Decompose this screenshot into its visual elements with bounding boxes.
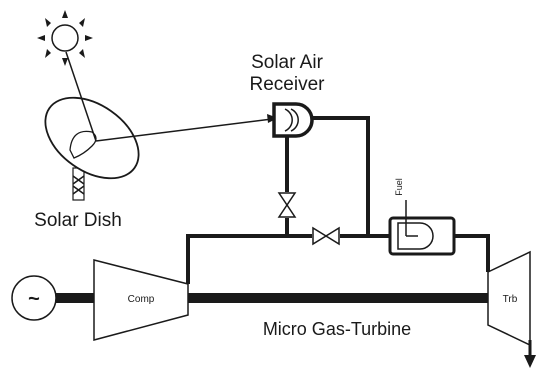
label-fuel: Fuel [394,178,404,196]
label-micro-gas-turbine: Micro Gas-Turbine [263,319,411,339]
label-solar-air-receiver-line1: Solar Air [251,52,323,73]
solar-dish-icon [44,51,140,201]
solar-air-receiver [272,102,314,138]
combustor [388,200,456,256]
exhaust-arrowhead [524,355,536,368]
label-solar-air-receiver-line2: Receiver [250,74,326,95]
sun-icon [37,10,93,66]
generator-icon: ~ [11,275,57,321]
shaft [56,293,502,303]
compressor [93,259,189,341]
label-solar-dish: Solar Dish [34,210,122,231]
valve-icon [277,192,297,218]
label-compressor: Comp [128,294,155,305]
label-turbine: Trb [503,294,518,305]
solar-beam-arrow [95,118,273,142]
bypass-valve-icon [312,226,340,246]
generator-symbol: ~ [28,288,40,310]
